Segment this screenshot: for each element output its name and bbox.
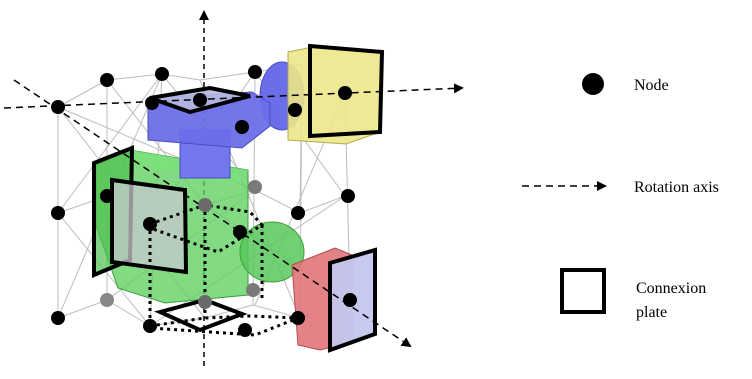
node [143, 319, 157, 333]
legend-plate-label-line2: plate [636, 304, 667, 321]
node-faded [248, 180, 262, 194]
rotation-axis-horizontal [3, 83, 464, 109]
node [155, 67, 169, 81]
green-connector-cylinder [239, 221, 305, 283]
node [51, 206, 65, 220]
node [341, 189, 355, 203]
hidden-edges [148, 203, 299, 337]
node [248, 65, 262, 79]
node [100, 189, 114, 203]
node [291, 311, 305, 325]
node [143, 217, 157, 231]
legend-plate-label-line1: Connexion [636, 280, 706, 297]
node [238, 323, 252, 337]
node [51, 311, 65, 325]
node [338, 86, 352, 100]
node [51, 100, 65, 114]
legend: Node Rotation axis Connexion plate [522, 73, 719, 321]
lattice-nodes [51, 65, 357, 337]
legend-axis-label: Rotation axis [634, 179, 719, 196]
node [343, 293, 357, 307]
node-faded [198, 295, 212, 309]
legend-node-symbol [582, 73, 604, 95]
legend-node-label: Node [634, 77, 669, 94]
node [100, 73, 114, 87]
yellow-module [287, 43, 385, 145]
node-faded [198, 198, 212, 212]
node [193, 93, 207, 107]
bottom-connexion-plate [154, 297, 248, 333]
node [288, 103, 302, 117]
node [235, 120, 249, 134]
node [233, 225, 247, 239]
node [145, 96, 159, 110]
node-faded [246, 283, 260, 297]
legend-plate-symbol [560, 268, 606, 314]
node [291, 206, 305, 220]
node-faded [100, 293, 114, 307]
